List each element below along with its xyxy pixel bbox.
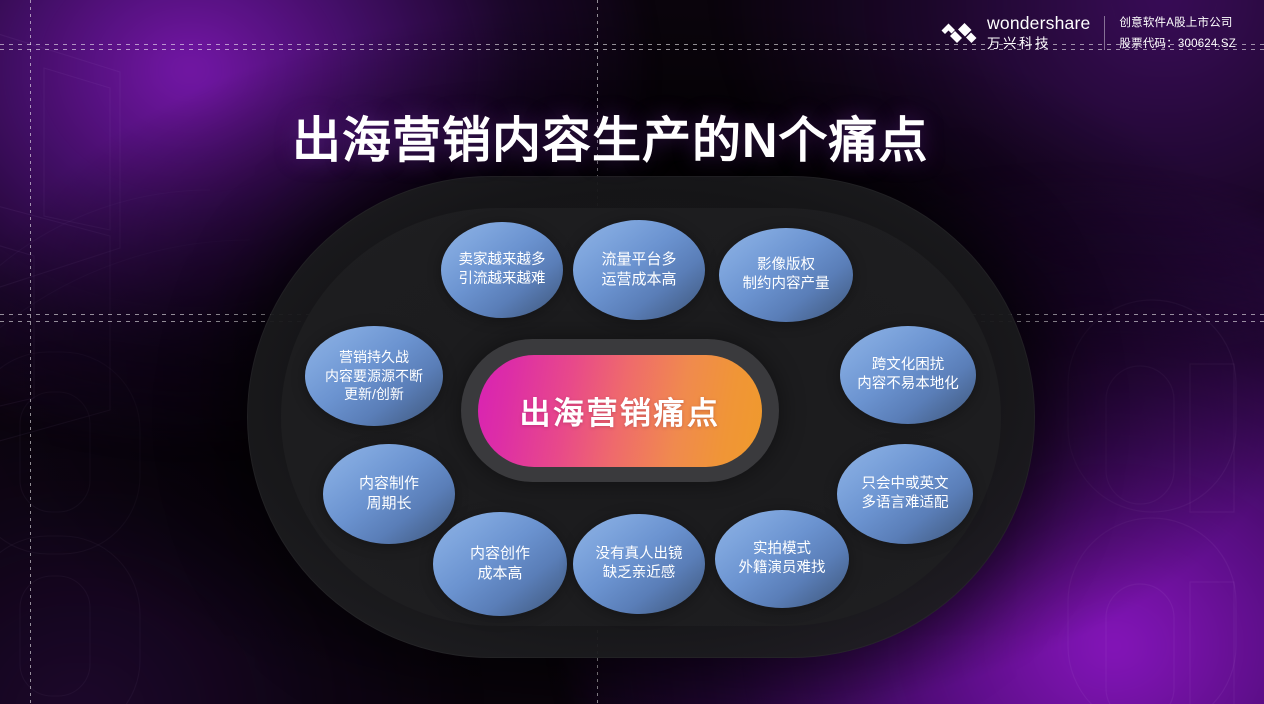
bubble-copyright-label: 影像版权 制约内容产量 [742,256,830,292]
brand-name-block: wondershare 万兴科技 [987,12,1091,51]
bubble-creationcost[interactable]: 内容创作 成本高 [433,512,567,616]
bubble-creationcost-label: 内容创作 成本高 [469,544,530,582]
bubble-cycle[interactable]: 内容制作 周期长 [323,444,455,544]
bubble-sellers[interactable]: 卖家越来越多 引流越来越难 [441,222,563,318]
bubble-language-label: 只会中或英文 多语言难适配 [861,475,949,511]
bubble-cycle-label: 内容制作 周期长 [358,474,419,512]
bubble-crosscultural[interactable]: 跨文化困扰 内容不易本地化 [840,326,976,424]
diagram-center-pill: 出海营销痛点 [478,354,762,467]
bubble-longterm[interactable]: 营销持久战 内容要源源不断 更新/创新 [305,326,443,426]
bubble-longterm-label: 营销持久战 内容要源源不断 更新/创新 [325,348,423,403]
bubble-copyright[interactable]: 影像版权 制约内容产量 [719,228,853,322]
diagram-center-label: 出海营销痛点 [519,396,721,431]
bubble-crosscultural-label: 跨文化困扰 内容不易本地化 [857,356,959,392]
page-title: 出海营销内容生产的N个痛点 [292,113,929,168]
brand-listing-line2: 股票代码：300624.SZ [1119,38,1236,50]
wondershare-logo: wondershare 万兴科技 [940,12,1091,51]
brand-listing-info: 创意软件A股上市公司 股票代码：300624.SZ [1119,14,1236,51]
brand-divider [1104,15,1106,50]
bubble-nopresenter-label: 没有真人出镜 缺乏亲近感 [595,545,683,581]
wondershare-w-logo-icon [941,22,977,43]
brand-listing-line1: 创意软件A股上市公司 [1119,17,1233,29]
brand-header: wondershare 万兴科技 创意软件A股上市公司 股票代码：300624.… [940,14,1236,51]
bubble-platforms[interactable]: 流量平台多 运营成本高 [573,220,705,320]
bubble-nopresenter[interactable]: 没有真人出镜 缺乏亲近感 [573,514,705,614]
brand-name-cn: 万兴科技 [987,36,1052,51]
pain-points-diagram: 出海营销痛点 卖家越来越多 引流越来越难 流量平台多 运营成本高 影像版权 制约… [247,176,1035,658]
bubble-platforms-label: 流量平台多 运营成本高 [601,250,677,288]
diagram-center-frame: 出海营销痛点 [461,339,779,482]
bubble-liveaction-label: 实拍模式 外籍演员难找 [738,540,826,576]
brand-name-en: wondershare [987,12,1091,33]
bubble-sellers-label: 卖家越来越多 引流越来越难 [458,251,546,287]
bubble-language[interactable]: 只会中或英文 多语言难适配 [837,444,973,544]
bubble-liveaction[interactable]: 实拍模式 外籍演员难找 [715,510,849,608]
